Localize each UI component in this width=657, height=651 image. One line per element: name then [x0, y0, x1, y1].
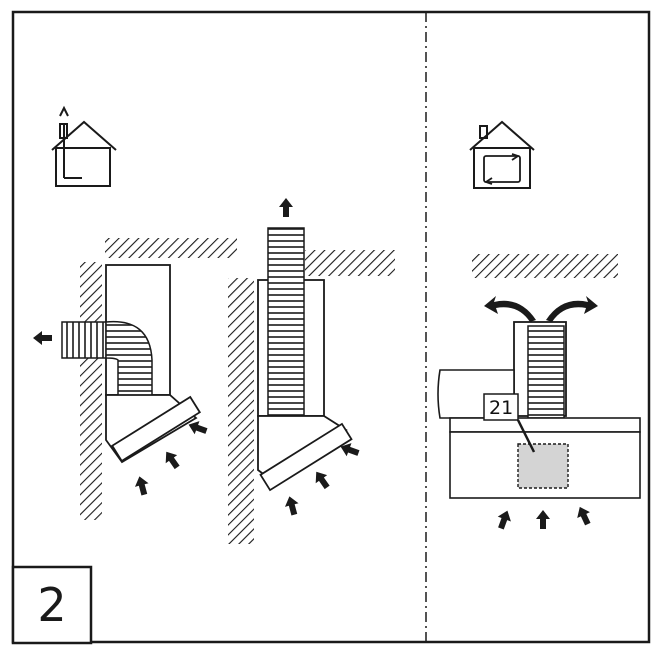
- wall-hood-top-exit: [228, 227, 395, 544]
- house-recirculation-icon: [469, 120, 535, 189]
- recirculation-out-arrows: [484, 296, 598, 322]
- wall-hood-side-exit: [61, 238, 237, 520]
- part-label-box: [483, 393, 519, 421]
- step-number: 2: [37, 578, 67, 632]
- exhaust-up-arrow-middle: [279, 198, 293, 217]
- recirculation-hood: [437, 254, 641, 499]
- figure-frame: [11, 10, 651, 644]
- house-exhaust-icon: [51, 105, 117, 187]
- exhaust-out-arrow-left: [33, 331, 52, 345]
- carbon-filter: [517, 443, 569, 489]
- part-number-label: 21: [489, 397, 513, 419]
- intake-arrows-recirculation: [494, 503, 595, 531]
- step-number-box: [11, 565, 93, 645]
